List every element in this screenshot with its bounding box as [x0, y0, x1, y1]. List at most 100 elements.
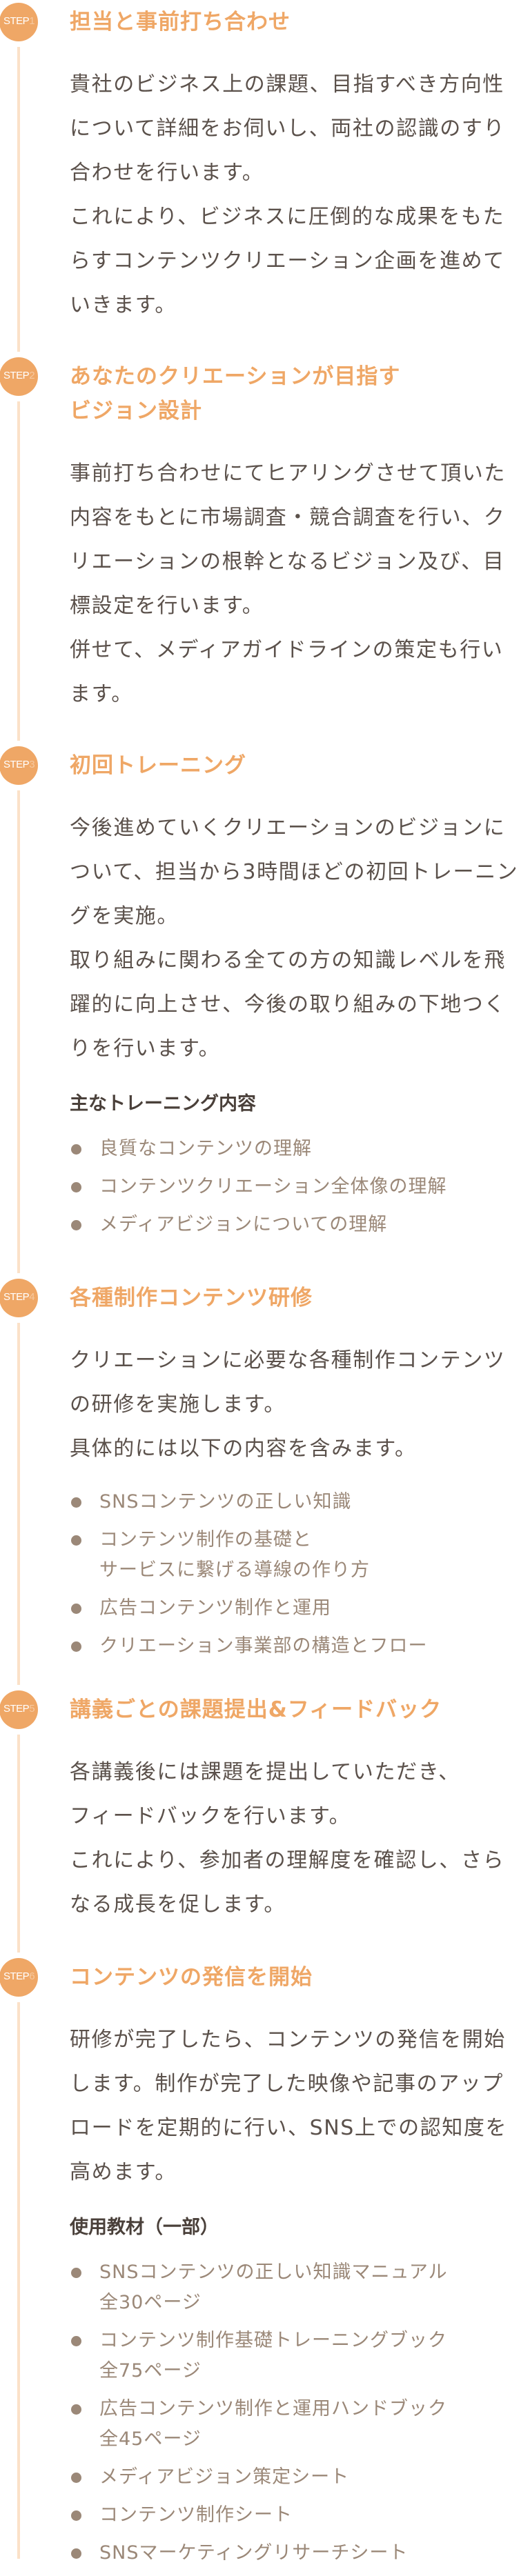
step-badge-text: STEP	[3, 759, 30, 770]
step-title: 初回トレーニング	[70, 748, 525, 783]
step-badge: STEP1	[0, 3, 38, 41]
step-description: クリエーションに必要な各種制作コンテンツの研修を実施します。具体的には以下の内容…	[70, 1339, 525, 1471]
step-badge-text: STEP	[3, 1970, 30, 1982]
description-line: ついて、担当から3時間ほどの初回トレーニン	[70, 860, 519, 884]
step-content: 初回トレーニング今後進めていくクリエーションのビジョンについて、担当から3時間ほ…	[70, 748, 525, 1240]
list-subheading: 使用教材（一部）	[70, 2217, 219, 2238]
list-item: コンテンツクリエーション全体像の理解	[70, 1172, 525, 1202]
list-item: SNSコンテンツの正しい知識	[70, 1487, 525, 1517]
bullet-dot-icon	[71, 1220, 81, 1230]
step-description: 各講義後には課題を提出していただき、フィードバックを行います。これにより、参加者…	[70, 1750, 525, 1927]
bullet-dot-icon	[71, 2336, 81, 2346]
description-line: クリエーションに必要な各種制作コンテンツ	[70, 1348, 506, 1372]
list-item-text: 全45ページ	[99, 2428, 202, 2450]
list-item: コンテンツ制作シート	[70, 2500, 525, 2530]
step-description: 事前打ち合わせにてヒアリングさせて頂いた内容をもとに市場調査・競合調査を行い、ク…	[70, 452, 525, 717]
step-title-line: 初回トレーニング	[70, 753, 246, 778]
description-line: します。制作が完了した映像や記事のアップ	[70, 2072, 504, 2096]
list-item-text: メディアビジョン策定シート	[99, 2466, 350, 2488]
description-line: の研修を実施します。	[70, 1392, 286, 1417]
list-item-text: 広告コンテンツ制作と運用ハンドブック	[99, 2398, 447, 2419]
list-subheading: 主なトレーニング内容	[70, 1093, 256, 1115]
timeline-connector-line	[17, 47, 20, 352]
step-content: 担当と事前打ち合わせ貴社のビジネス上の課題、目指すべき方向性について詳細をお伺い…	[70, 5, 525, 328]
step-content: 講義ごとの課題提出&フィードバック各講義後には課題を提出していただき、フィードバ…	[70, 1693, 525, 1927]
list-item: 広告コンテンツ制作と運用ハンドブック全45ページ	[70, 2394, 525, 2455]
description-line: これにより、ビジネスに圧倒的な成果をもた	[70, 205, 505, 229]
step-title: 各種制作コンテンツ研修	[70, 1281, 525, 1315]
description-line: 併せて、メディアガイドラインの策定も行い	[70, 638, 504, 662]
description-line: らすコンテンツクリエーション企画を進めて	[70, 249, 505, 273]
description-line: 合わせを行います。	[70, 161, 264, 185]
list-item: メディアビジョン策定シート	[70, 2462, 525, 2493]
description-line: フィードバックを行います。	[70, 1804, 351, 1828]
description-line: 標設定を行います。	[70, 594, 264, 618]
step-badge-number: 1	[29, 15, 35, 27]
step-6: STEP6 コンテンツの発信を開始研修が完了したら、コンテンツの発信を開始します。…	[0, 1958, 530, 2576]
step-title-line: ビジョン設計	[70, 399, 202, 423]
timeline-connector-line	[17, 2002, 20, 2559]
description-line: 取り組みに関わる全ての方の知識レベルを飛	[70, 948, 506, 972]
description-line: について詳細をお伺いし、両社の認識のすり	[70, 117, 506, 141]
step-title-line: 担当と事前打ち合わせ	[70, 10, 291, 34]
list-item-text: コンテンツ制作シート	[99, 2504, 293, 2526]
list-item-text: コンテンツ制作基礎トレーニングブック	[99, 2330, 447, 2351]
list-item-text: SNSコンテンツの正しい知識	[99, 1491, 352, 1512]
step-badge-number: 6	[29, 1970, 35, 1982]
step-title: 担当と事前打ち合わせ	[70, 5, 525, 39]
list-item: メディアビジョンについての理解	[70, 1210, 525, 1240]
step-title-line: コンテンツの発信を開始	[70, 1965, 313, 1990]
description-line: 各講義後には課題を提出していただき、	[70, 1760, 460, 1784]
list-item: 広告コンテンツ制作と運用	[70, 1593, 525, 1624]
list-item-text: 広告コンテンツ制作と運用	[99, 1597, 331, 1619]
list-item-text: 全75ページ	[99, 2360, 202, 2382]
step-badge-label: STEP1	[3, 15, 35, 27]
timeline-connector-line	[17, 1735, 20, 1953]
list-item-text: サービスに繋げる導線の作り方	[99, 1559, 370, 1581]
step-badge: STEP3	[0, 746, 38, 785]
timeline-connector-line	[17, 790, 20, 1273]
list-item: クリエーション事業部の構造とフロー	[70, 1631, 525, 1661]
step-3: STEP3 初回トレーニング今後進めていくクリエーションのビジョンについて、担当か…	[0, 746, 530, 1248]
list-item: SNSマーケティングリサーチシート	[70, 2538, 525, 2568]
description-line: りを行います。	[70, 1037, 221, 1061]
timeline-connector-line	[17, 401, 20, 741]
list-item: コンテンツ制作基礎トレーニングブック全75ページ	[70, 2326, 525, 2386]
list-item-text: クリエーション事業部の構造とフロー	[99, 1635, 428, 1657]
list-item-text: SNSコンテンツの正しい知識マニュアル	[99, 2262, 448, 2283]
description-line: なる成長を促します。	[70, 1893, 286, 1917]
bullet-dot-icon	[71, 2268, 81, 2278]
description-line: 事前打ち合わせにてヒアリングさせて頂いた	[70, 461, 506, 486]
list-item-text: 全30ページ	[99, 2292, 202, 2313]
step-badge-label: STEP6	[3, 1970, 35, 1982]
step-badge: STEP4	[0, 1279, 38, 1317]
bullet-dot-icon	[71, 1497, 81, 1508]
list-item: 良質なコンテンツの理解	[70, 1134, 525, 1164]
description-line: 躍的に向上させ、今後の取り組みの下地つく	[70, 992, 506, 1017]
step-badge-label: STEP2	[3, 370, 35, 381]
description-line: いきます。	[70, 293, 177, 317]
list-item-text: メディアビジョンについての理解	[99, 1214, 388, 1235]
list-item-text: コンテンツ制作の基礎と	[99, 1529, 312, 1550]
step-content: コンテンツの発信を開始研修が完了したら、コンテンツの発信を開始します。制作が完了…	[70, 1960, 525, 2568]
description-line: 内容をもとに市場調査・競合調査を行い、ク	[70, 506, 506, 530]
bullet-list: SNSコンテンツの正しい知識マニュアル全30ページコンテンツ制作基礎トレーニング…	[70, 2257, 525, 2568]
step-badge: STEP6	[0, 1958, 38, 1997]
timeline-connector-line	[17, 1323, 20, 1685]
bullet-list: SNSコンテンツの正しい知識コンテンツ制作の基礎とサービスに繋げる導線の作り方広…	[70, 1487, 525, 1661]
step-title-line: 各種制作コンテンツ研修	[70, 1286, 313, 1310]
step-title: コンテンツの発信を開始	[70, 1960, 525, 1995]
step-title-line: あなたのクリエーションが目指す	[70, 364, 401, 389]
step-content: 各種制作コンテンツ研修クリエーションに必要な各種制作コンテンツの研修を実施します…	[70, 1281, 525, 1661]
description-line: 研修が完了したら、コンテンツの発信を開始	[70, 2028, 506, 2052]
bullet-dot-icon	[71, 2548, 81, 2559]
bullet-dot-icon	[71, 2510, 81, 2521]
bullet-dot-icon	[71, 1641, 81, 1652]
step-badge-text: STEP	[3, 370, 30, 381]
step-badge-number: 5	[29, 1703, 35, 1715]
step-content: あなたのクリエーションが目指すビジョン設計事前打ち合わせにてヒアリングさせて頂い…	[70, 359, 525, 717]
list-item-text: 良質なコンテンツの理解	[99, 1138, 312, 1159]
step-badge-label: STEP3	[3, 759, 35, 770]
bullet-dot-icon	[71, 1182, 81, 1192]
